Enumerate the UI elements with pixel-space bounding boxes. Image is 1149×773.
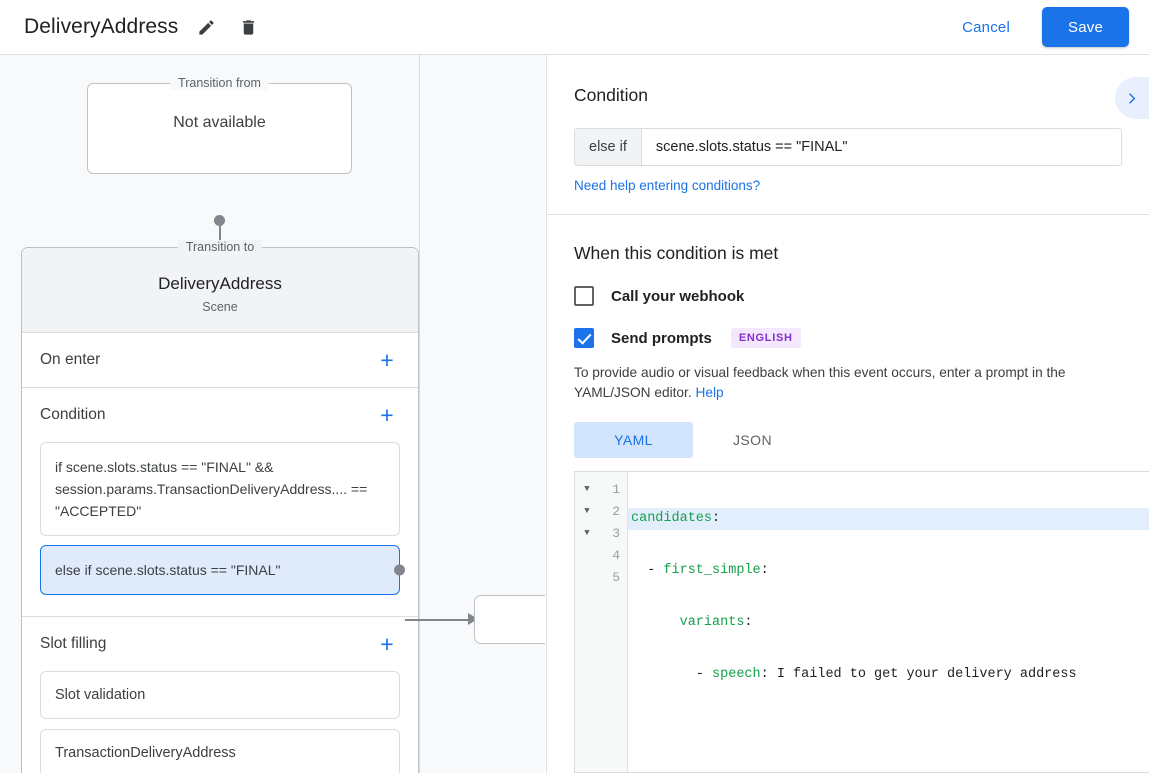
- code-indent: -: [631, 667, 713, 682]
- code-key: variants: [679, 615, 745, 630]
- section-on-enter-head: On enter +: [40, 333, 400, 387]
- chevron-right-icon-glyph: [1128, 92, 1135, 104]
- section-condition-head: Condition +: [40, 388, 400, 442]
- code-line: candidates:: [628, 508, 1149, 530]
- pencil-icon[interactable]: [192, 13, 220, 41]
- condition-input[interactable]: [641, 129, 1121, 165]
- code-key: candidates: [631, 511, 713, 526]
- transition-from-legend: Transition from: [170, 76, 269, 90]
- send-prompts-checkbox[interactable]: [574, 328, 594, 348]
- graph-vertical-rule: [419, 55, 420, 773]
- section-slot-filling-head: Slot filling +: [40, 617, 400, 671]
- connector-dot: [214, 215, 225, 226]
- editor-code-area[interactable]: candidates: - first_simple: variants: - …: [628, 472, 1149, 772]
- gutter-line: ▼ 1: [575, 478, 627, 500]
- prompts-hint-text: To provide audio or visual feedback when…: [574, 365, 1066, 400]
- outgoing-edge-arrow-icon: [468, 613, 478, 625]
- section-slot-filling: Slot filling + Slot validation Transacti…: [22, 617, 418, 773]
- fold-toggle-icon[interactable]: ▼: [584, 506, 590, 516]
- fold-toggle-icon[interactable]: ▼: [584, 484, 590, 494]
- transition-to-header[interactable]: Transition to DeliveryAddress Scene: [22, 240, 418, 333]
- detail-panel: Condition else if Need help entering con…: [546, 55, 1149, 773]
- webhook-checkbox[interactable]: [574, 286, 594, 306]
- webhook-checkbox-row[interactable]: Call your webhook: [574, 286, 1122, 306]
- line-number: 1: [612, 481, 620, 497]
- code-indent: -: [631, 563, 664, 578]
- code-line: [628, 716, 1149, 738]
- tab-yaml[interactable]: YAML: [574, 422, 693, 458]
- condition-item-selected-label: else if scene.slots.status == "FINAL": [55, 562, 281, 578]
- gutter-line: 5: [575, 566, 627, 588]
- condition-prefix-label: else if: [575, 129, 642, 165]
- code-line: variants:: [628, 612, 1149, 634]
- gutter-line: ▼ 2: [575, 500, 627, 522]
- code-key: first_simple: [663, 563, 761, 578]
- condition-help-link[interactable]: Need help entering conditions?: [574, 178, 761, 193]
- code-colon: :: [712, 511, 721, 526]
- code-indent: [631, 615, 680, 630]
- editor-gutter: ▼ 1 ▼ 2 ▼ 3 4 5: [575, 472, 628, 772]
- graph-panel: Transition from Not available Transition…: [0, 55, 545, 773]
- line-number: 3: [612, 525, 620, 541]
- transition-from-label: Not available: [173, 114, 266, 131]
- condition-section-title: Condition: [574, 85, 648, 105]
- code-colon: :: [760, 667, 769, 682]
- outgoing-edge: [405, 619, 471, 621]
- transition-to-title: DeliveryAddress: [158, 274, 282, 293]
- section-condition-title: Condition: [40, 406, 106, 423]
- code-line: - first_simple:: [628, 560, 1149, 582]
- condition-item[interactable]: if scene.slots.status == "FINAL" && sess…: [40, 442, 400, 536]
- tab-json[interactable]: JSON: [733, 432, 772, 448]
- transition-from-node[interactable]: Transition from Not available: [87, 76, 352, 174]
- section-on-enter: On enter +: [22, 333, 418, 388]
- code-value: I failed to get your delivery address: [768, 667, 1077, 682]
- send-prompts-checkbox-row[interactable]: Send prompts ENGLISH: [574, 328, 1122, 348]
- condition-editor-row: else if: [574, 128, 1122, 166]
- condition-section: Condition else if Need help entering con…: [547, 55, 1149, 195]
- language-badge: ENGLISH: [730, 328, 801, 348]
- slot-item-validation[interactable]: Slot validation: [40, 671, 400, 719]
- when-met-title: When this condition is met: [574, 243, 779, 263]
- webhook-checkbox-label: Call your webhook: [611, 287, 745, 305]
- cancel-button[interactable]: Cancel: [948, 10, 1024, 45]
- code-key: speech: [712, 667, 761, 682]
- section-on-enter-title: On enter: [40, 351, 101, 368]
- line-number: 5: [612, 569, 620, 585]
- section-condition: Condition + if scene.slots.status == "FI…: [22, 388, 418, 617]
- editor-format-tabs: YAML JSON: [574, 422, 1122, 458]
- transition-to-subtitle: Scene: [202, 300, 238, 314]
- send-prompts-checkbox-label: Send prompts: [611, 329, 712, 347]
- panel-divider: [547, 214, 1149, 215]
- add-condition-icon[interactable]: +: [380, 401, 394, 428]
- trash-icon[interactable]: [234, 13, 262, 41]
- code-colon: :: [760, 563, 769, 578]
- save-button[interactable]: Save: [1042, 7, 1129, 47]
- prompts-help-link[interactable]: Help: [695, 385, 724, 400]
- page-title: DeliveryAddress: [24, 15, 179, 38]
- add-slot-icon[interactable]: +: [380, 630, 394, 657]
- app-header: DeliveryAddress Cancel Save: [0, 0, 1149, 55]
- prompts-hint: To provide audio or visual feedback when…: [574, 363, 1122, 403]
- pencil-icon-glyph: [199, 19, 214, 35]
- trash-icon-glyph: [242, 19, 254, 35]
- code-colon: :: [744, 615, 753, 630]
- code-line: - speech: I failed to get your delivery …: [628, 664, 1149, 686]
- condition-output-port[interactable]: [394, 564, 405, 576]
- condition-item-selected[interactable]: else if scene.slots.status == "FINAL": [40, 545, 405, 595]
- slot-item-transaction[interactable]: TransactionDeliveryAddress: [40, 729, 400, 773]
- when-met-section: When this condition is met Call your web…: [547, 215, 1149, 458]
- yaml-editor[interactable]: ▼ 1 ▼ 2 ▼ 3 4 5 candidates: - first_si: [574, 471, 1149, 773]
- section-slot-filling-title: Slot filling: [40, 635, 107, 652]
- line-number: 2: [612, 503, 620, 519]
- add-on-enter-icon[interactable]: +: [380, 346, 394, 373]
- fold-toggle-icon[interactable]: ▼: [584, 528, 590, 538]
- gutter-line: ▼ 3: [575, 522, 627, 544]
- line-number: 4: [612, 547, 620, 563]
- transition-to-node: Transition to DeliveryAddress Scene On e…: [21, 240, 419, 773]
- chevron-right-icon[interactable]: [1115, 77, 1149, 119]
- target-node-clipped[interactable]: [474, 595, 545, 644]
- transition-to-legend: Transition to: [177, 240, 263, 254]
- gutter-line: 4: [575, 544, 627, 566]
